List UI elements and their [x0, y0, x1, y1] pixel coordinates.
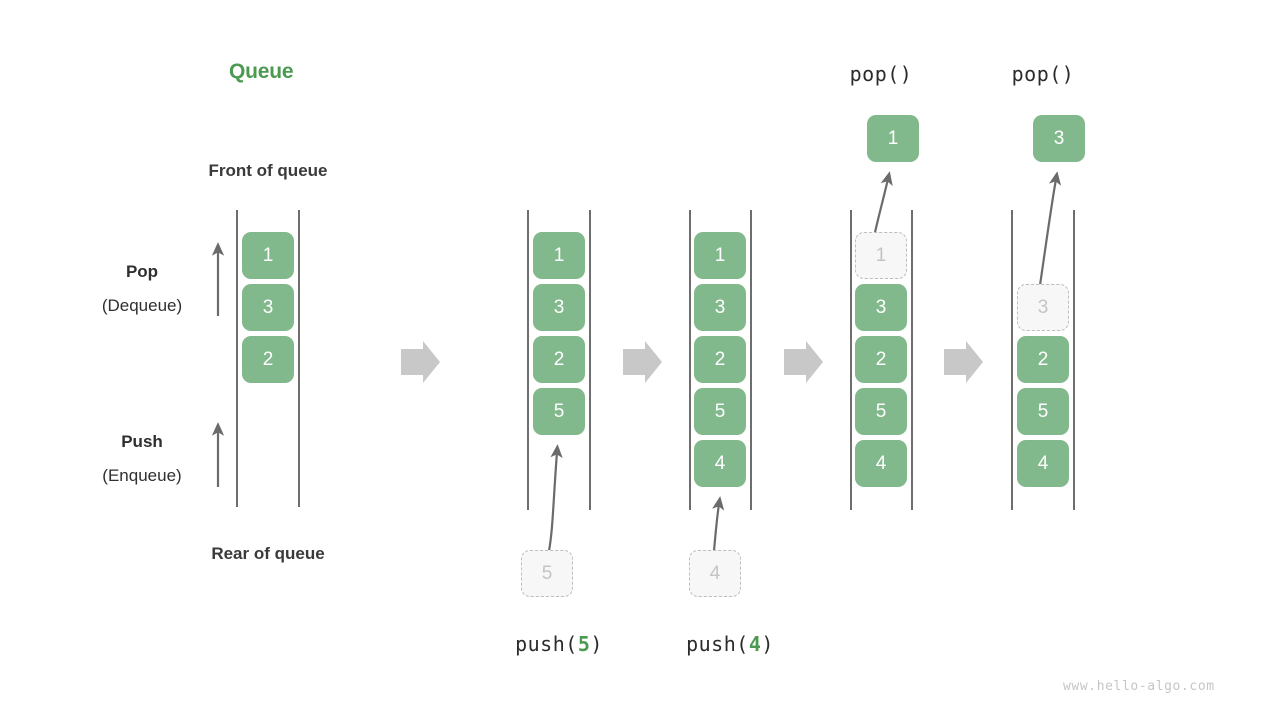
push-sublabel: (Enqueue) — [102, 466, 182, 485]
push-arrow-col-3 — [712, 496, 725, 552]
watermark: www.hello-algo.com — [1063, 679, 1215, 694]
transition-arrow-2 — [623, 341, 662, 383]
step-caption-pop-1: pop() — [849, 62, 913, 86]
popped-element: 1 — [867, 115, 919, 162]
queue-cell: 2 — [533, 336, 585, 383]
queue-cell: 2 — [242, 336, 294, 383]
push-arrow-col-2 — [547, 444, 563, 552]
caption-prefix: push( — [686, 632, 749, 656]
pop-label: Pop — [125, 262, 159, 281]
caption-arg: 5 — [577, 632, 591, 656]
queue-cell-removed: 3 — [1017, 284, 1069, 331]
pop-sublabel: (Dequeue) — [101, 296, 183, 315]
step-caption-push-4: push(4) — [630, 632, 830, 656]
page-title: Queue — [229, 60, 294, 83]
queue-cell: 4 — [694, 440, 746, 487]
push-label: Push — [121, 432, 163, 451]
queue-cell: 4 — [1017, 440, 1069, 487]
transition-arrow-3 — [784, 341, 823, 383]
transition-arrow-4 — [944, 341, 983, 383]
queue-cell: 5 — [694, 388, 746, 435]
incoming-element: 4 — [689, 550, 741, 597]
incoming-element: 5 — [521, 550, 573, 597]
queue-cell: 3 — [533, 284, 585, 331]
rear-of-queue-label: Rear of queue — [211, 544, 325, 563]
transition-arrow-1 — [401, 341, 440, 383]
queue-cell: 1 — [242, 232, 294, 279]
queue-cell-removed: 1 — [855, 232, 907, 279]
front-of-queue-label: Front of queue — [208, 161, 328, 180]
caption-suffix: ) — [761, 632, 774, 656]
queue-cell: 3 — [694, 284, 746, 331]
queue-cell: 4 — [855, 440, 907, 487]
queue-cell: 1 — [533, 232, 585, 279]
step-caption-pop-3: pop() — [1011, 62, 1075, 86]
queue-cell: 5 — [855, 388, 907, 435]
queue-cell: 5 — [533, 388, 585, 435]
step-caption-push-5: push(5) — [459, 632, 659, 656]
caption-arg: 4 — [748, 632, 762, 656]
queue-cell: 2 — [694, 336, 746, 383]
queue-cell: 2 — [1017, 336, 1069, 383]
queue-cell: 5 — [1017, 388, 1069, 435]
caption-suffix: ) — [590, 632, 603, 656]
queue-cell: 1 — [694, 232, 746, 279]
queue-cell: 3 — [855, 284, 907, 331]
queue-cell: 3 — [242, 284, 294, 331]
queue-cell: 2 — [855, 336, 907, 383]
caption-prefix: push( — [515, 632, 578, 656]
popped-element: 3 — [1033, 115, 1085, 162]
